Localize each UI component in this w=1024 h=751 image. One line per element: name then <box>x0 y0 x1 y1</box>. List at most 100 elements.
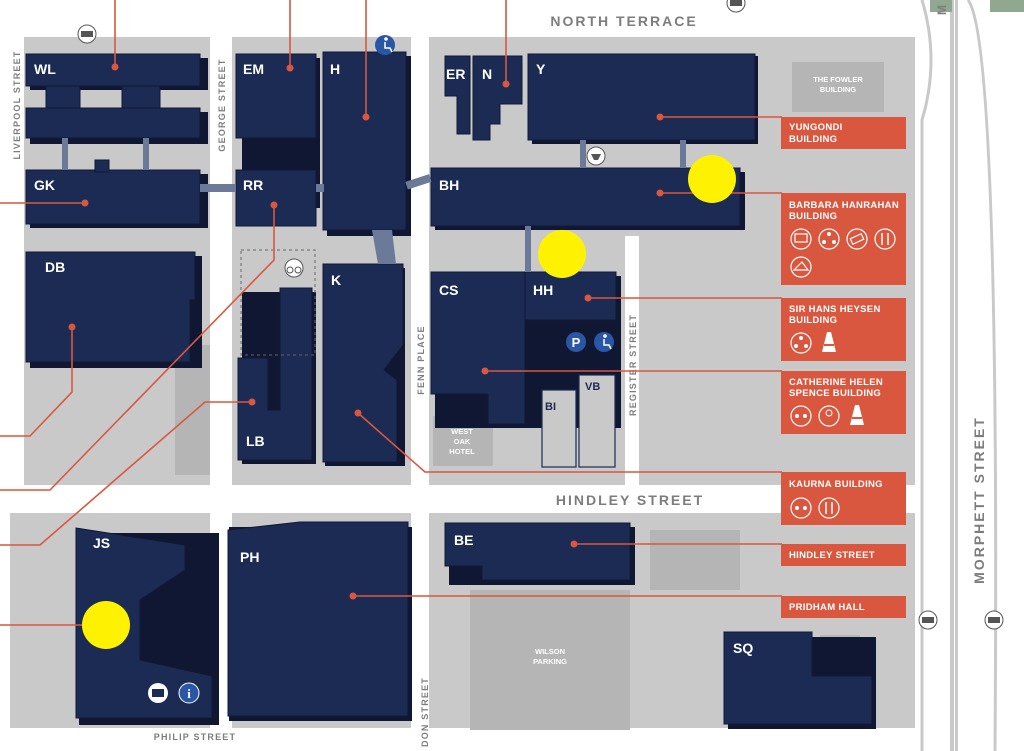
label-barbara-hanrahan[interactable]: BARBARA HANRAHAN BUILDING <box>781 193 906 285</box>
cone-icon <box>850 405 864 425</box>
road-hindley <box>0 485 930 513</box>
code-y: Y <box>536 61 546 77</box>
bicycle-icon <box>284 258 304 278</box>
label-catherine-line2: SPENCE BUILDING <box>789 388 881 399</box>
fowler-text-2: BUILDING <box>820 85 856 94</box>
street-bottom-partial: DON STREET <box>420 677 430 747</box>
code-vb: VB <box>585 381 600 393</box>
label-yungondi[interactable]: YUNGONDI BUILDING <box>781 117 906 149</box>
label-hans-line2: BUILDING <box>789 315 837 326</box>
building-ph[interactable] <box>227 521 409 717</box>
code-er: ER <box>446 66 465 82</box>
green-strip-2 <box>990 0 1024 12</box>
minor-block-2 <box>650 530 740 590</box>
info-letter: i <box>187 686 191 701</box>
bookshop-icon <box>790 256 812 278</box>
wilson-parking <box>470 590 630 730</box>
cone-icon <box>822 332 836 352</box>
building-bi[interactable] <box>541 389 577 468</box>
road-left-edge <box>0 0 10 751</box>
fowler-building <box>792 62 884 112</box>
study-space-icon <box>790 332 812 354</box>
building-n[interactable] <box>472 55 523 141</box>
code-cs: CS <box>439 282 458 298</box>
label-barbara-line1: BARBARA HANRAHAN <box>789 200 899 211</box>
street-fenn: FENN PLACE <box>416 325 426 395</box>
code-rr: RR <box>243 177 263 193</box>
parking-icon: P <box>566 332 586 352</box>
code-k: K <box>331 272 341 288</box>
street-morphett: MORPHETT STREET <box>971 416 987 584</box>
connector-6 <box>580 140 586 168</box>
connector-7 <box>680 140 686 168</box>
label-pridham-hall[interactable]: PRIDHAM HALL <box>781 596 906 618</box>
code-bi: BI <box>545 401 556 413</box>
building-h[interactable] <box>322 51 407 231</box>
car-icon <box>984 610 1004 630</box>
label-catherine-helen-spence[interactable]: CATHERINE HELEN SPENCE BUILDING <box>781 371 906 434</box>
code-bh: BH <box>439 177 459 193</box>
connector-5 <box>525 226 531 272</box>
building-be[interactable] <box>444 522 631 581</box>
wilson-text-2: PARKING <box>533 657 567 666</box>
building-er[interactable] <box>444 55 471 135</box>
building-js[interactable] <box>75 527 213 719</box>
building-bh[interactable] <box>430 167 741 227</box>
code-js: JS <box>93 535 110 551</box>
code-gk: GK <box>34 177 55 193</box>
food-icon <box>818 497 840 519</box>
highlight-marker <box>688 155 736 203</box>
building-lb[interactable] <box>237 287 313 461</box>
connector-3 <box>200 184 236 192</box>
label-barbara-line2: BUILDING <box>789 211 837 222</box>
label-yungondi-line2: BUILDING <box>789 134 837 145</box>
label-kaurna[interactable]: KAURNA BUILDING <box>781 472 906 525</box>
highlight-markers <box>82 155 736 649</box>
building-cs-hh[interactable] <box>430 271 617 425</box>
street-hindley: HINDLEY STREET <box>556 492 704 508</box>
campus-buildings <box>25 51 876 729</box>
building-db[interactable] <box>25 251 196 363</box>
code-be: BE <box>454 532 473 548</box>
building-vb[interactable] <box>578 374 616 468</box>
building-rr[interactable] <box>235 169 317 227</box>
code-n: N <box>482 66 492 82</box>
accessible-icon <box>375 35 395 55</box>
label-pridham-text: PRIDHAM HALL <box>789 602 865 613</box>
code-ph: PH <box>240 549 259 565</box>
street-north-terrace: NORTH TERRACE <box>550 13 697 29</box>
building-sq[interactable] <box>723 631 873 725</box>
connector-2 <box>143 138 149 170</box>
accessible-icon <box>594 332 614 352</box>
map-icons: P i <box>77 0 1004 704</box>
road-fenn <box>411 37 429 751</box>
building-labels: YUNGONDI BUILDING BARBARA HANRAHAN BUILD… <box>781 117 906 618</box>
building-wl-bottom[interactable] <box>25 107 201 139</box>
bbq-icon <box>586 146 606 166</box>
code-em: EM <box>243 61 264 77</box>
code-wl: WL <box>34 61 56 77</box>
connector-9 <box>405 174 432 190</box>
food-icon <box>874 228 896 250</box>
building-k[interactable] <box>322 263 404 463</box>
building-codes: WL GK EM RR H ER N Y BH DB K CS HH LB BI… <box>34 61 753 656</box>
connector-8 <box>372 230 396 264</box>
building-wl-link-2 <box>121 85 161 109</box>
building-y[interactable] <box>527 53 756 141</box>
building-wl-top[interactable] <box>25 53 201 87</box>
label-sir-hans-heysen[interactable]: SIR HANS HEYSEN BUILDING <box>781 298 906 361</box>
gallery-icon <box>846 228 868 250</box>
building-wl-link-1 <box>45 85 81 109</box>
building-gk[interactable] <box>25 169 201 225</box>
morphett-median-1 <box>920 0 933 751</box>
car-icon <box>726 0 746 13</box>
label-yungondi-line1: YUNGONDI <box>789 122 843 133</box>
westoak-text-1: WEST <box>451 427 473 436</box>
wilson-text-1: WILSON <box>535 647 565 656</box>
label-hindley-street[interactable]: HINDLEY STREET <box>781 544 906 566</box>
computer-icon <box>790 405 812 427</box>
code-sq: SQ <box>733 640 753 656</box>
road-liverpool <box>10 37 24 485</box>
label-catherine-line1: CATHERINE HELEN <box>789 377 883 388</box>
